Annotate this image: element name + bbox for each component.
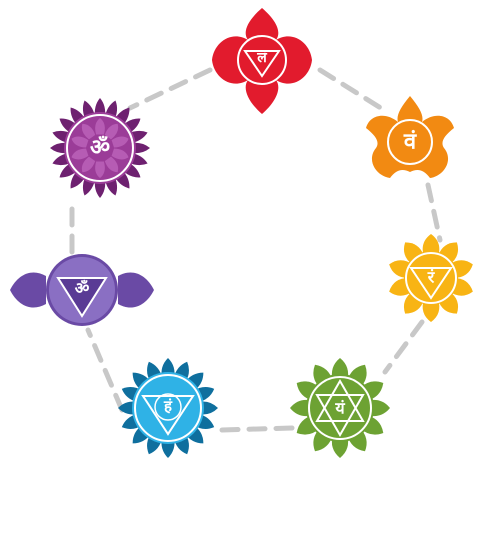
heart-ring: [308, 376, 372, 440]
crown-inner-petal: [81, 123, 96, 140]
crown-inner-petal: [104, 123, 119, 140]
dashed-connector: [69, 67, 443, 433]
crown-inner-petal: [104, 156, 119, 173]
throat-syllable: हं: [163, 397, 173, 415]
root-petals: [212, 8, 312, 114]
chakra-sacral: वं: [366, 96, 454, 178]
crown-inner-petal: [111, 148, 129, 160]
chakra-throat: हं: [118, 358, 218, 458]
sacral-petals: [366, 96, 454, 178]
throat-triangle: [141, 395, 195, 436]
heart-hexagram: [315, 378, 365, 438]
connector-path: [69, 67, 443, 433]
solar-plexus-disc: [404, 251, 458, 305]
chakra-solar-plexus: रं: [389, 234, 473, 322]
crown-inner-petal: [71, 148, 89, 160]
throat-ring: [134, 374, 202, 442]
heart-disc: [306, 374, 374, 442]
chakra-heart: यं: [290, 358, 390, 458]
third-eye-left-wing: [10, 272, 46, 308]
chakra-crown: ॐ: [50, 98, 150, 198]
third-eye-syllable: ॐ: [75, 279, 90, 298]
third-eye-triangle: [56, 277, 108, 318]
solar-plexus-triangle: [409, 267, 453, 300]
sacral-syllable: वं: [403, 130, 417, 155]
crown-disc: [64, 112, 136, 184]
third-eye-right-wing: [118, 272, 154, 308]
solar-plexus-ring: [405, 252, 457, 304]
crown-ring: [66, 114, 134, 182]
crown-inner-petal: [71, 136, 89, 148]
heart-syllable: यं: [334, 399, 345, 418]
chakra-root: लं: [212, 8, 312, 114]
root-triangle: [243, 50, 281, 78]
throat-inner-circle: [154, 393, 182, 421]
crown-inner-petals: [71, 118, 129, 178]
root-syllable: लं: [256, 50, 267, 66]
sacral-ring: [387, 119, 433, 165]
crown-inner-petal: [111, 136, 129, 148]
crown-inner-petal: [95, 118, 105, 135]
solar-plexus-syllable: रं: [427, 268, 436, 287]
crown-syllable: ॐ: [90, 136, 110, 161]
crown-inner-petal: [95, 161, 105, 178]
chakra-third-eye: ॐ: [10, 254, 154, 326]
root-ring: [237, 35, 287, 85]
crown-inner-petal: [81, 156, 96, 173]
throat-disc: [132, 372, 204, 444]
